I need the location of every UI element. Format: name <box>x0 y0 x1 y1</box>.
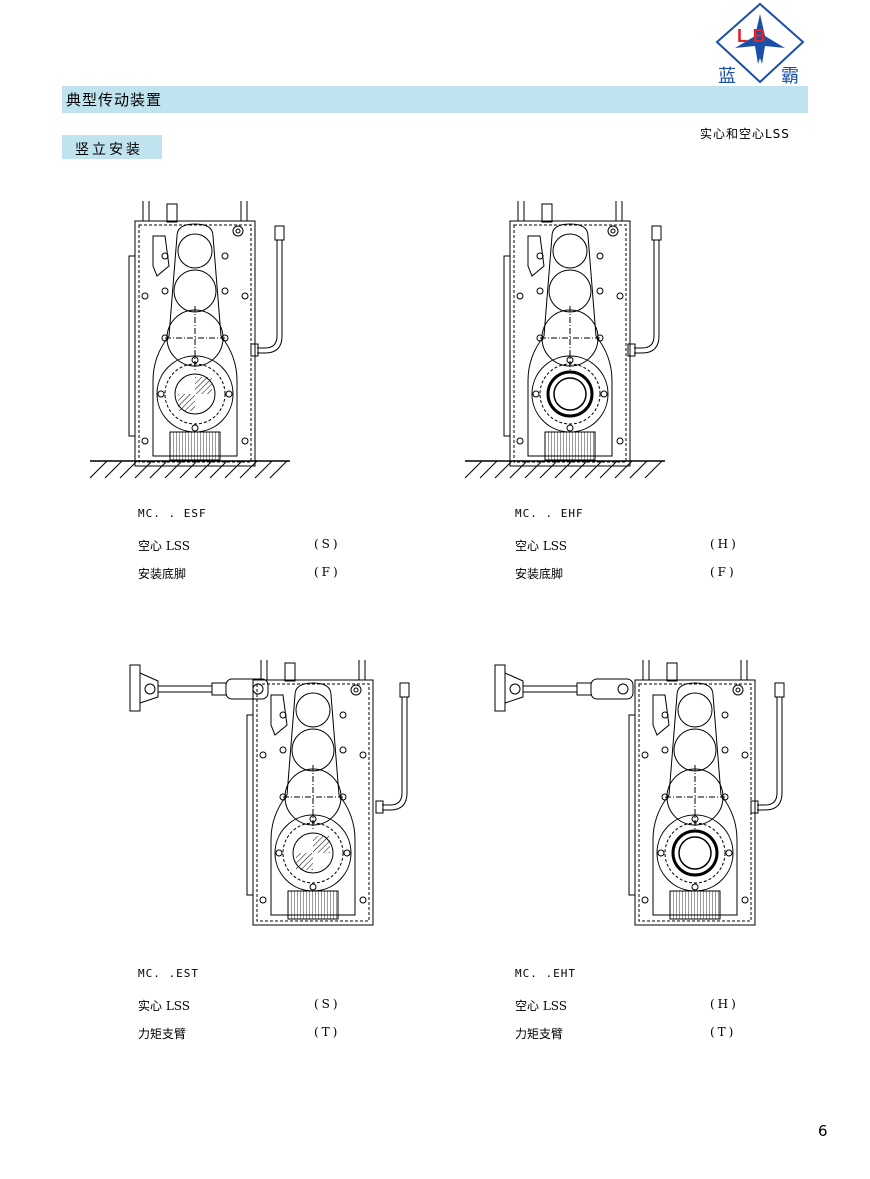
model-label: MC. .EHT <box>515 967 576 980</box>
logo-letters: L B <box>737 26 766 46</box>
spec-code: (H) <box>710 997 739 1011</box>
model-label: MC. . ESF <box>138 507 207 520</box>
section-title: 典型传动装置 <box>66 91 163 109</box>
spec-label: 实心 LSS <box>138 999 191 1013</box>
gearbox-drawing-esf <box>89 200 290 479</box>
spec-label: 安装底脚 <box>138 567 187 581</box>
model-label: MC. . EHF <box>515 507 584 520</box>
spec-code: (S) <box>314 997 341 1011</box>
spec-label: 力矩支臂 <box>138 1027 187 1041</box>
spec-code: (T) <box>314 1025 341 1039</box>
logo-text-right: 霸 <box>781 66 799 87</box>
spec-label: 力矩支臂 <box>515 1027 564 1041</box>
spec-label: 空心 LSS <box>138 539 191 553</box>
logo-text-left: 蓝 <box>718 66 736 87</box>
spec-code: (H) <box>710 537 739 551</box>
spec-code: (F) <box>710 565 737 579</box>
spec-code: (T) <box>710 1025 737 1039</box>
spec-code: (S) <box>314 537 341 551</box>
shaft-note: 实心和空心LSS <box>700 127 790 141</box>
model-label: MC. .EST <box>138 967 199 980</box>
gearbox-drawing-est <box>129 659 410 926</box>
spec-label: 安装底脚 <box>515 567 564 581</box>
gearbox-drawing-ehf <box>464 200 665 479</box>
subsection-bar <box>62 135 162 159</box>
page-number: 6 <box>818 1122 828 1140</box>
subsection-title: 竖立安装 <box>75 142 143 158</box>
spec-label: 空心 LSS <box>515 539 568 553</box>
gearbox-drawing-eht <box>494 659 785 926</box>
lanba-logo: L B 蓝 霸 <box>715 2 805 87</box>
spec-label: 空心 LSS <box>515 999 568 1013</box>
section-bar <box>62 86 808 113</box>
spec-code: (F) <box>314 565 341 579</box>
